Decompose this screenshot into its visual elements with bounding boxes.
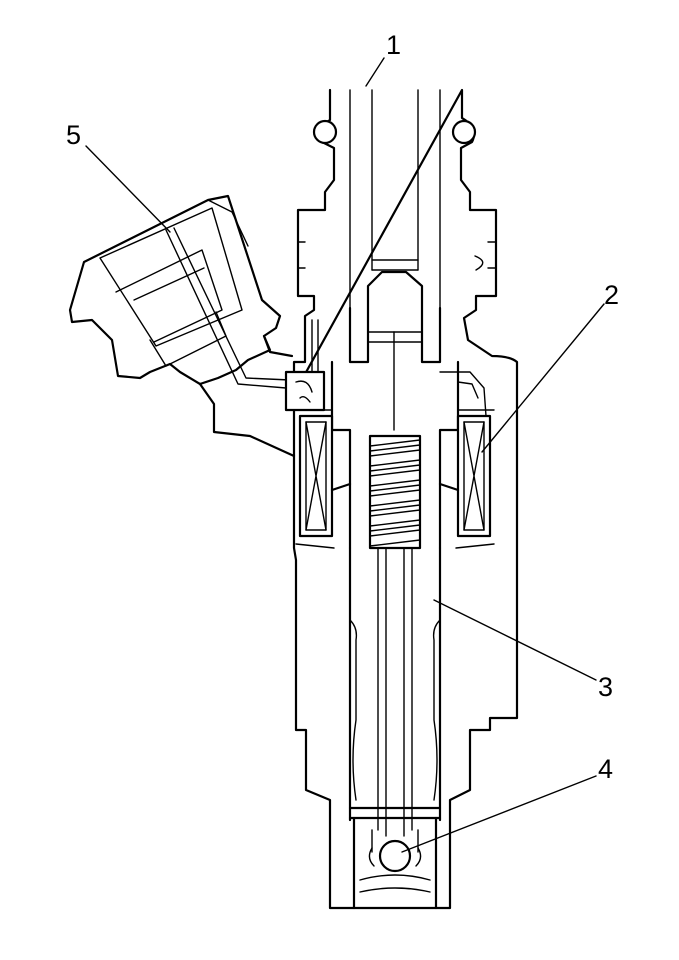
- leader-line-4: [401, 775, 597, 853]
- electrical-connector: [68, 194, 296, 458]
- injector-outer-body: [292, 88, 519, 910]
- callout-labels: 1 2 3 4 5: [66, 30, 619, 784]
- callout-3: 3: [598, 672, 613, 702]
- inner-fuel-tube: [311, 270, 487, 550]
- callout-2: 2: [604, 280, 619, 310]
- solenoid-coil: [295, 409, 495, 549]
- armature-spring: [368, 434, 422, 550]
- leader-line-2: [481, 303, 605, 453]
- callout-4: 4: [598, 754, 613, 784]
- callout-leaders: [85, 57, 605, 853]
- callout-5: 5: [66, 120, 81, 150]
- callout-1: 1: [386, 30, 401, 60]
- leader-line-5: [85, 145, 171, 233]
- needle-valve: [348, 546, 442, 910]
- leader-line-3: [433, 599, 597, 681]
- leader-line-1: [365, 57, 385, 87]
